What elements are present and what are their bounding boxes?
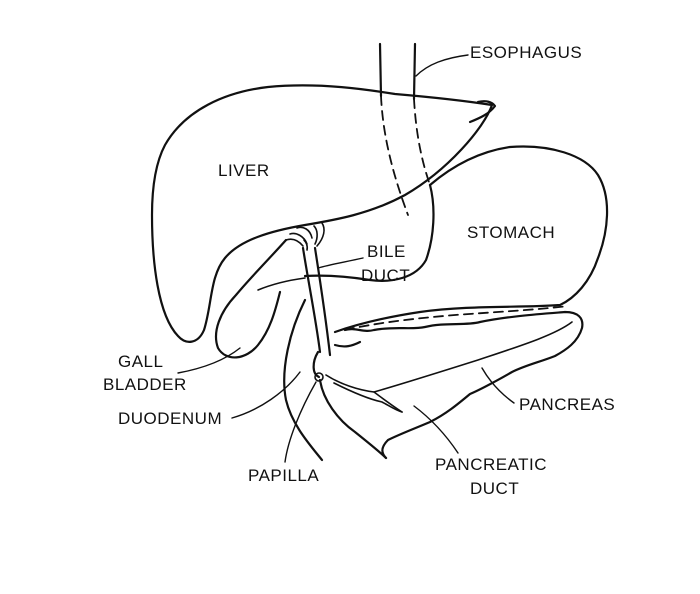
- stomach-inner-curve: [303, 183, 435, 282]
- stomach: [333, 145, 609, 334]
- esophagus: [378, 42, 417, 101]
- label-bile-duct-line2: DUCT: [361, 266, 410, 285]
- label-liver: LIVER: [218, 161, 270, 180]
- duodenum-right-wall: [333, 340, 362, 348]
- label-duodenum: DUODENUM: [118, 409, 222, 428]
- leader-lines: [177, 54, 515, 463]
- bile-duct: [301, 246, 332, 357]
- label-stomach: STOMACH: [467, 223, 555, 242]
- cystic-duct: [257, 277, 306, 291]
- hepatic-ducts: [285, 222, 325, 251]
- liver: [150, 84, 494, 343]
- papilla: [314, 372, 324, 382]
- gall-bladder: [214, 238, 288, 359]
- label-gall-bladder-line1: GALL: [118, 352, 163, 371]
- esophagus-dashed: [380, 95, 431, 216]
- duodenum-inner: [318, 378, 388, 460]
- pancreas: [343, 310, 584, 460]
- label-gall-bladder-line2: BLADDER: [103, 375, 187, 394]
- label-papilla: PAPILLA: [248, 466, 319, 485]
- label-pancreatic-duct-line2: DUCT: [470, 479, 519, 498]
- pancreatic-duct: [325, 321, 573, 413]
- label-bile-duct-line1: BILE: [367, 242, 406, 261]
- liver-tip: [468, 100, 497, 124]
- pancreas-dashed-tail: [344, 305, 569, 331]
- label-pancreatic-duct-line1: PANCREATIC: [435, 455, 547, 474]
- duodenum: [312, 350, 321, 379]
- label-esophagus: ESOPHAGUS: [470, 43, 582, 62]
- label-pancreas: PANCREAS: [519, 395, 615, 414]
- duodenum-outer: [283, 298, 324, 462]
